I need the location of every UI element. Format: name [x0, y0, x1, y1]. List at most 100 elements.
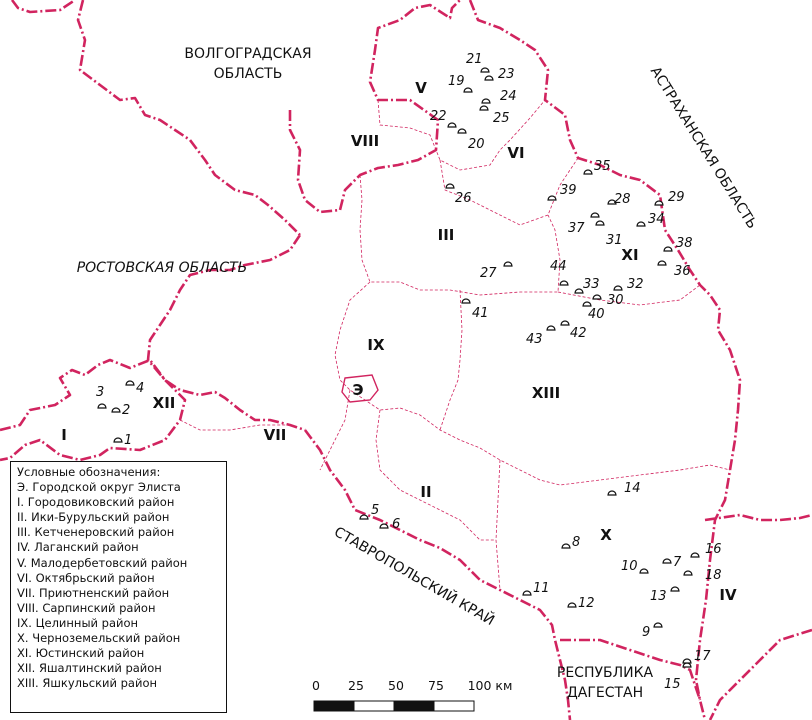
site-4: 4	[125, 380, 144, 396]
svg-text:37: 37	[568, 221, 585, 236]
scale-tick-50: 50	[388, 678, 404, 693]
site-19: 19	[448, 74, 473, 93]
legend-item: II. Ики-Бурульский район	[17, 510, 170, 525]
site-7: 7	[662, 555, 682, 570]
legend-item: VII. Приютненский район	[17, 585, 170, 600]
site-44: 44	[550, 259, 569, 286]
site-25: 25	[479, 105, 510, 126]
svg-text:34: 34	[648, 212, 665, 227]
district-V: V	[415, 79, 427, 97]
site-10: 10	[621, 559, 649, 574]
site-40: 40	[582, 301, 605, 322]
district-XI: XI	[621, 246, 638, 264]
site-33: 33	[574, 277, 600, 294]
legend-item: V. Малодербетовский район	[17, 555, 188, 570]
elista-boundary	[341, 374, 379, 403]
svg-text:15: 15	[664, 677, 681, 692]
svg-text:28: 28	[614, 192, 631, 207]
district-XIII: XIII	[532, 384, 560, 402]
site-13: 13	[650, 586, 680, 604]
svg-text:32: 32	[627, 277, 644, 292]
scale-tick-100: 100 км	[468, 678, 513, 693]
site-29: 29	[654, 190, 685, 206]
district-VIII: VIII	[351, 132, 379, 150]
district-III: III	[438, 226, 455, 244]
site-3: 3	[96, 385, 107, 409]
site-38: 38	[663, 236, 693, 252]
svg-text:27: 27	[480, 266, 497, 281]
svg-text:31: 31	[606, 233, 623, 248]
svg-text:26: 26	[455, 191, 472, 206]
svg-text:44: 44	[550, 259, 567, 274]
legend-item: XII. Яшалтинский район	[17, 661, 162, 676]
svg-text:4: 4	[136, 381, 144, 396]
svg-text:5: 5	[371, 503, 379, 518]
district-boundaries	[179, 99, 731, 591]
rostov-label: РОСТОВСКАЯ ОБЛАСТЬ	[77, 260, 248, 276]
legend-item: I. Городовиковский район	[17, 495, 175, 510]
svg-text:6: 6	[392, 517, 400, 532]
site-36: 36	[657, 260, 691, 279]
scale-tick-0: 0	[312, 678, 320, 693]
svg-text:33: 33	[583, 277, 600, 292]
svg-text:30: 30	[607, 293, 624, 308]
legend: Условные обозначения: Э. Городской округ…	[10, 461, 227, 713]
site-11: 11	[522, 581, 550, 596]
site-17: 17	[682, 649, 711, 664]
district-IV: IV	[719, 586, 737, 604]
svg-text:13: 13	[650, 589, 667, 604]
volgograd-label-2: ОБЛАСТЬ	[214, 66, 283, 82]
site-22: 22	[430, 109, 457, 128]
svg-text:17: 17	[694, 649, 711, 664]
site-42: 42	[560, 320, 587, 341]
svg-text:2: 2	[122, 403, 130, 418]
svg-text:29: 29	[668, 190, 685, 205]
legend-item: X. Черноземельский район	[17, 631, 181, 646]
legend-title: Условные обозначения:	[17, 465, 161, 479]
site-41: 41	[461, 298, 489, 321]
svg-text:21: 21	[466, 52, 483, 67]
svg-text:7: 7	[673, 555, 682, 570]
svg-text:35: 35	[594, 159, 611, 174]
district-VI: VI	[507, 144, 524, 162]
astrakhan-label: АСТРАХАНСКАЯ ОБЛАСТЬ	[647, 64, 760, 232]
svg-text:10: 10	[621, 559, 638, 574]
site-30: 30	[592, 293, 624, 308]
legend-item: IX. Целинный район	[17, 615, 139, 630]
site-23: 23	[484, 67, 515, 82]
legend-item: Э. Городской округ Элиста	[17, 480, 181, 495]
svg-text:23: 23	[498, 67, 515, 82]
site-14: 14	[607, 481, 641, 496]
svg-text:19: 19	[448, 74, 465, 89]
site-32: 32	[613, 277, 644, 292]
site-21: 21	[466, 52, 490, 73]
district-IX: IX	[367, 336, 385, 354]
svg-text:38: 38	[676, 236, 693, 251]
district-E: Э	[352, 381, 363, 399]
svg-text:14: 14	[624, 481, 641, 496]
scale-tick-75: 75	[428, 678, 444, 693]
site-9: 9	[642, 622, 663, 640]
site-16: 16	[690, 542, 722, 558]
svg-text:42: 42	[570, 326, 587, 341]
legend-item: XIII. Яшкульский район	[17, 676, 158, 691]
site-1: 1	[113, 433, 132, 448]
site-35: 35	[583, 159, 611, 175]
svg-text:16: 16	[705, 542, 722, 557]
svg-text:24: 24	[500, 89, 517, 104]
svg-text:22: 22	[430, 109, 447, 124]
site-6: 6	[379, 517, 400, 532]
district-II: II	[420, 483, 431, 501]
dagestan-label: РЕСПУБЛИКА	[557, 665, 654, 681]
site-26: 26	[445, 183, 472, 206]
site-5: 5	[359, 503, 379, 520]
svg-text:8: 8	[572, 535, 580, 550]
site-39: 39	[547, 183, 577, 201]
site-20: 20	[457, 128, 485, 152]
district-X: X	[600, 526, 612, 544]
district-XII: XII	[153, 394, 176, 412]
svg-text:9: 9	[642, 625, 650, 640]
district-I: I	[61, 426, 67, 444]
svg-text:12: 12	[578, 596, 595, 611]
